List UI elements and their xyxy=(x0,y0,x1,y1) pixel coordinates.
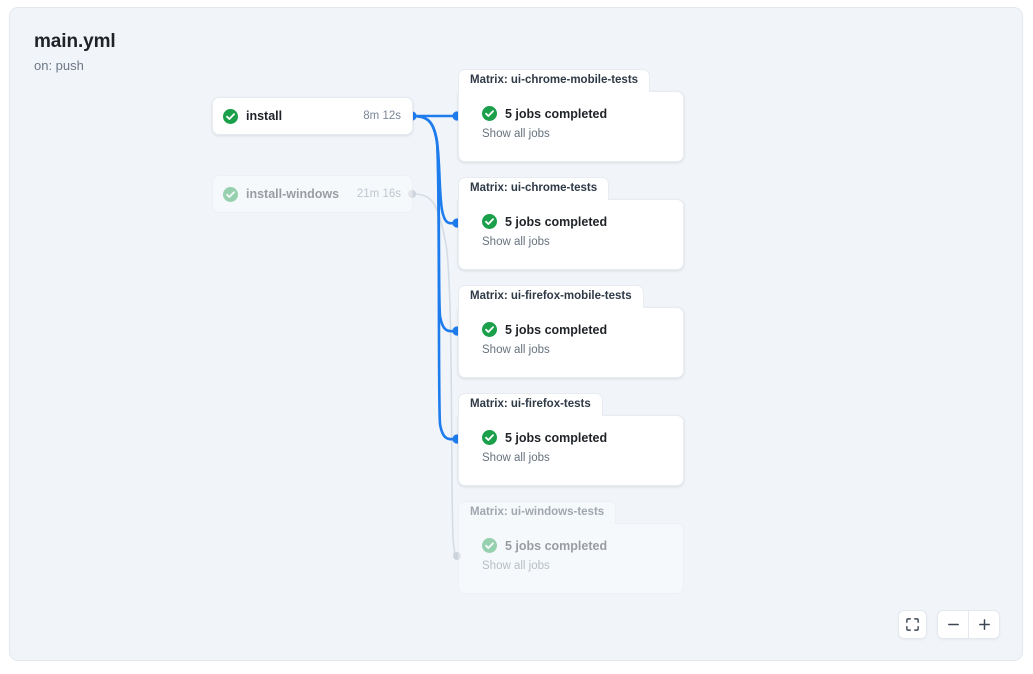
job-name-label: install xyxy=(246,109,283,123)
workflow-canvas[interactable]: main.yml on: push install 8m 12s inst xyxy=(9,7,1023,661)
check-circle-success-icon xyxy=(482,538,497,553)
matrix-status-row: 5 jobs completed xyxy=(482,106,683,121)
show-all-jobs-link[interactable]: Show all jobs xyxy=(482,236,550,248)
matrix-status-label: 5 jobs completed xyxy=(505,430,608,445)
matrix-status-row: 5 jobs completed xyxy=(482,430,683,445)
show-all-jobs-link[interactable]: Show all jobs xyxy=(482,128,550,140)
matrix-status-row: 5 jobs completed xyxy=(482,322,683,337)
show-all-jobs-link[interactable]: Show all jobs xyxy=(482,344,550,356)
job-node-install[interactable]: install 8m 12s xyxy=(212,97,413,135)
matrix-status-label: 5 jobs completed xyxy=(505,106,608,121)
matrix-group-ui-firefox-tests[interactable]: Matrix: ui-firefox-tests 5 jobs complete… xyxy=(458,393,684,486)
matrix-status-label: 5 jobs completed xyxy=(505,214,608,229)
edge-install-to-ui-chrome-tests xyxy=(412,114,457,225)
job-node-install-windows[interactable]: install-windows 21m 16s xyxy=(212,175,413,213)
job-duration-label: 21m 16s xyxy=(356,188,401,200)
matrix-tab-label: Matrix: ui-firefox-mobile-tests xyxy=(458,285,644,308)
zoom-controls xyxy=(937,610,1000,639)
canvas-controls xyxy=(898,610,1000,639)
matrix-group-ui-windows-tests[interactable]: Matrix: ui-windows-tests 5 jobs complete… xyxy=(458,501,684,594)
matrix-tab-label: Matrix: ui-chrome-mobile-tests xyxy=(458,69,651,92)
matrix-tab-label: Matrix: ui-firefox-tests xyxy=(458,393,603,416)
matrix-card-body[interactable]: 5 jobs completed Show all jobs xyxy=(458,91,684,162)
matrix-status-row: 5 jobs completed xyxy=(482,538,683,553)
show-all-jobs-link[interactable]: Show all jobs xyxy=(482,560,550,572)
matrix-card-body[interactable]: 5 jobs completed Show all jobs xyxy=(458,307,684,378)
check-circle-success-icon xyxy=(482,430,497,445)
job-name-label: install-windows xyxy=(246,187,340,201)
matrix-group-ui-chrome-tests[interactable]: Matrix: ui-chrome-tests 5 jobs completed… xyxy=(458,177,684,270)
matrix-status-label: 5 jobs completed xyxy=(505,538,608,553)
zoom-in-button[interactable] xyxy=(968,611,999,638)
check-circle-success-icon xyxy=(223,108,238,124)
fit-view-button[interactable] xyxy=(898,610,927,639)
edge-install-to-ui-firefox-tests xyxy=(412,114,457,441)
plus-icon xyxy=(978,619,990,630)
matrix-tab-label: Matrix: ui-windows-tests xyxy=(458,501,617,524)
matrix-card-body[interactable]: 5 jobs completed Show all jobs xyxy=(458,523,684,594)
page-title: main.yml xyxy=(34,31,116,52)
matrix-group-ui-chrome-mobile-tests[interactable]: Matrix: ui-chrome-mobile-tests 5 jobs co… xyxy=(458,69,684,162)
show-all-jobs-link[interactable]: Show all jobs xyxy=(482,452,550,464)
workflow-header: main.yml on: push xyxy=(34,30,116,75)
matrix-tab-label: Matrix: ui-chrome-tests xyxy=(458,177,610,200)
job-duration-label: 8m 12s xyxy=(363,110,401,122)
matrix-status-row: 5 jobs completed xyxy=(482,214,683,229)
zoom-out-button[interactable] xyxy=(938,611,968,638)
edge-install-windows-to-ui-windows-tests xyxy=(412,193,457,557)
edge-install-to-ui-firefox-mobile-tests xyxy=(412,114,457,333)
matrix-group-ui-firefox-mobile-tests[interactable]: Matrix: ui-firefox-mobile-tests 5 jobs c… xyxy=(458,285,684,378)
matrix-status-label: 5 jobs completed xyxy=(505,322,608,337)
fit-view-icon xyxy=(906,618,919,631)
check-circle-success-icon xyxy=(482,214,497,229)
matrix-card-body[interactable]: 5 jobs completed Show all jobs xyxy=(458,199,684,270)
check-circle-success-icon xyxy=(482,322,497,337)
workflow-trigger: on: push xyxy=(34,58,84,73)
check-circle-success-icon xyxy=(482,106,497,121)
minus-icon xyxy=(947,623,959,626)
matrix-card-body[interactable]: 5 jobs completed Show all jobs xyxy=(458,415,684,486)
check-circle-success-icon xyxy=(223,186,238,202)
